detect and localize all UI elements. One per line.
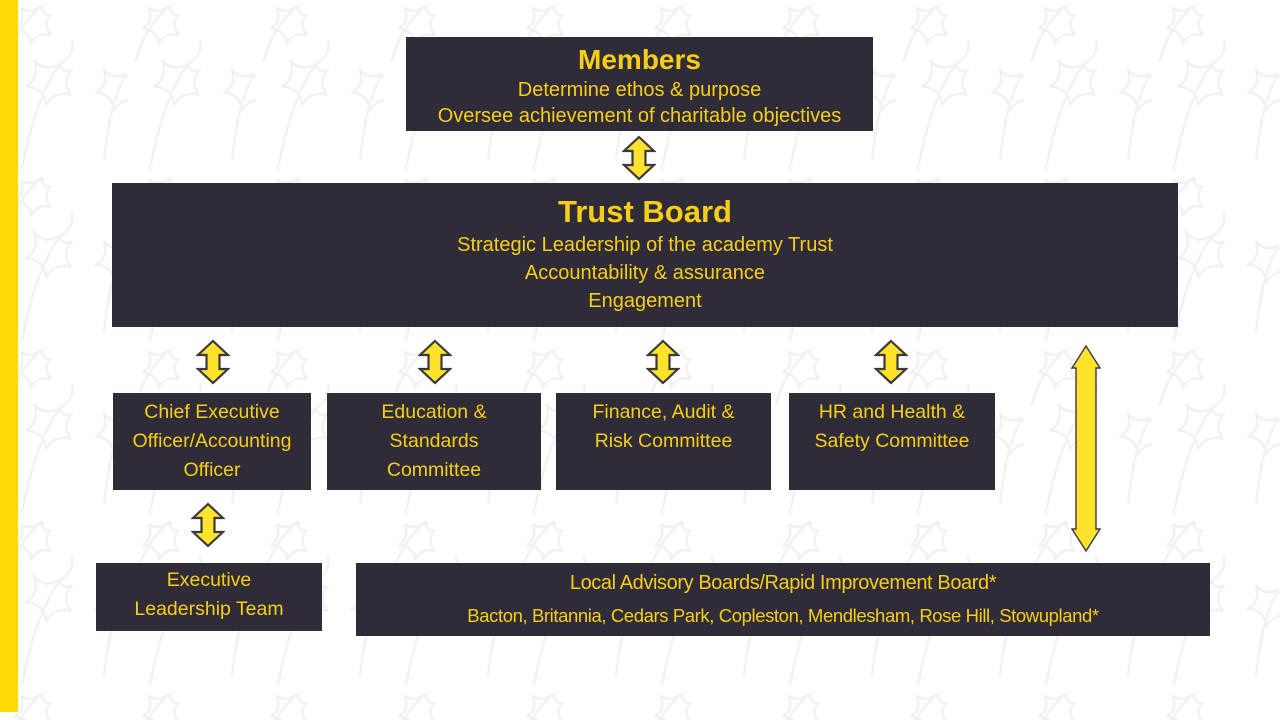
local-advisory-boards-title: Local Advisory Boards/Rapid Improvement … xyxy=(569,572,997,595)
hr-health-safety-committee-label: HR and Health &Safety Committee xyxy=(814,401,970,452)
double-arrow-members-trustboard-icon xyxy=(622,135,656,181)
hr-health-safety-committee-box: HR and Health &Safety Committee xyxy=(789,393,995,490)
double-arrow-trustboard-hr-icon xyxy=(874,339,908,385)
double-arrow-trustboard-finance-icon xyxy=(646,339,680,385)
double-arrow-trustboard-ceo-icon xyxy=(196,339,230,385)
trust-board-title: Trust Board xyxy=(558,194,732,229)
trust-board-box: Trust Board Strategic Leadership of the … xyxy=(112,183,1178,327)
local-advisory-boards-schools: Bacton, Britannia, Cedars Park, Coplesto… xyxy=(467,604,1099,626)
trust-board-description: Strategic Leadership of the academy Trus… xyxy=(457,234,833,312)
double-arrow-ceo-elt-icon xyxy=(191,502,225,548)
members-title: Members xyxy=(578,44,701,75)
double-arrow-trustboard-lab-icon xyxy=(1071,345,1101,552)
local-advisory-boards-box: Local Advisory Boards/Rapid Improvement … xyxy=(356,563,1210,636)
left-accent-bar xyxy=(0,0,18,712)
finance-audit-risk-committee-label: Finance, Audit &Risk Committee xyxy=(592,401,735,452)
finance-audit-risk-committee-box: Finance, Audit &Risk Committee xyxy=(556,393,771,490)
double-arrow-trustboard-education-icon xyxy=(418,339,452,385)
